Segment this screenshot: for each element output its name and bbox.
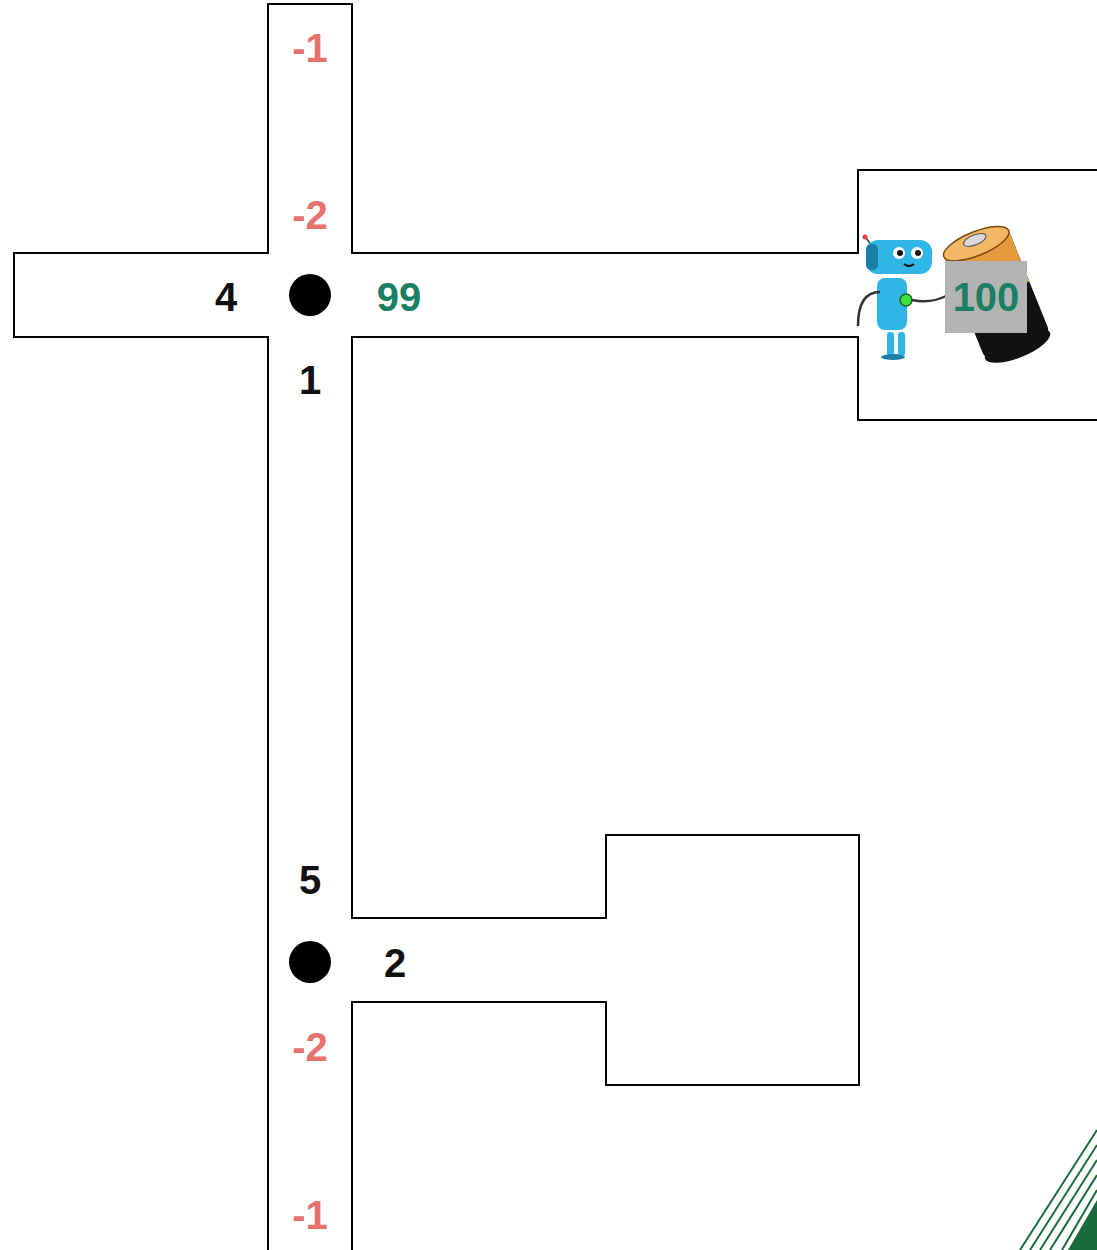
junction-dot — [289, 274, 331, 316]
corridor-wall — [352, 337, 1097, 1250]
reward-value: -2 — [292, 1027, 328, 1067]
reward-value: 1 — [299, 360, 321, 400]
battery-icon — [939, 219, 1054, 369]
robot-icon — [858, 235, 946, 361]
reward-box: 100 — [945, 261, 1027, 333]
reward-value: 4 — [215, 277, 237, 317]
corner-decoration — [1068, 1200, 1097, 1250]
reward-value: 100 — [953, 277, 1020, 317]
reward-value: 99 — [377, 277, 422, 317]
reward-value: -1 — [292, 28, 328, 68]
junction-dot — [289, 941, 331, 983]
reward-value: 5 — [299, 860, 321, 900]
reward-value: 2 — [384, 943, 406, 983]
corridor-wall — [14, 4, 1097, 1250]
reward-value: -1 — [292, 1195, 328, 1235]
corner-decoration — [1020, 1130, 1097, 1250]
reward-value: -2 — [292, 195, 328, 235]
